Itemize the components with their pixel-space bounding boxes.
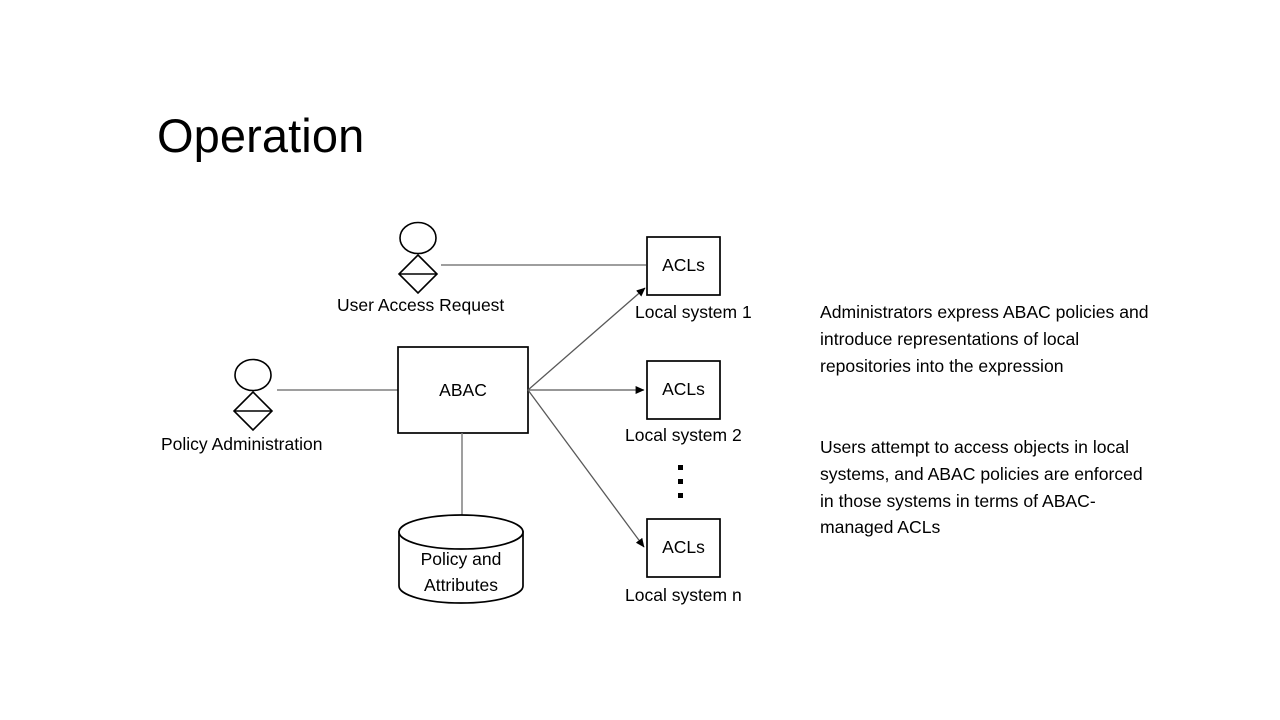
acls-box-local-system-1 [646, 236, 721, 296]
caption-local-system-2: Local system 2 [625, 425, 742, 445]
acls-box-local-system-2 [646, 360, 721, 420]
datastore-cylinder [398, 514, 524, 604]
acls-label-local-system-2: ACLs [662, 379, 705, 399]
actor-label-policy-administration: Policy Administration [161, 434, 323, 454]
acls-box-local-system-n [646, 518, 721, 578]
datastore-label-line-2: Attributes [424, 575, 498, 595]
arrow-abac-to-local-system-n [527, 389, 645, 548]
datastore-label-line-1: Policy and [420, 549, 502, 569]
vertical-ellipsis-icon [678, 465, 683, 498]
actor-label-user-access-request: User Access Request [337, 295, 505, 315]
abac-node-label: ABAC [439, 380, 487, 400]
acls-label-local-system-n: ACLs [662, 537, 705, 557]
caption-local-system-1: Local system 1 [635, 302, 752, 322]
actor-user-access-request-icon [397, 221, 439, 295]
acls-label-local-system-1: ACLs [662, 255, 705, 275]
actor-policy-administration-icon [232, 358, 274, 432]
page-title: Operation [157, 109, 365, 162]
arrow-abac-to-local-system-1 [527, 287, 646, 391]
datastore-label: Policy and Attributes [398, 546, 524, 598]
note-paragraph-1: Administrators express ABAC policies and… [820, 302, 1149, 376]
note-paragraph-2: Users attempt to access objects in local… [820, 437, 1143, 538]
caption-local-system-n: Local system n [625, 585, 742, 605]
